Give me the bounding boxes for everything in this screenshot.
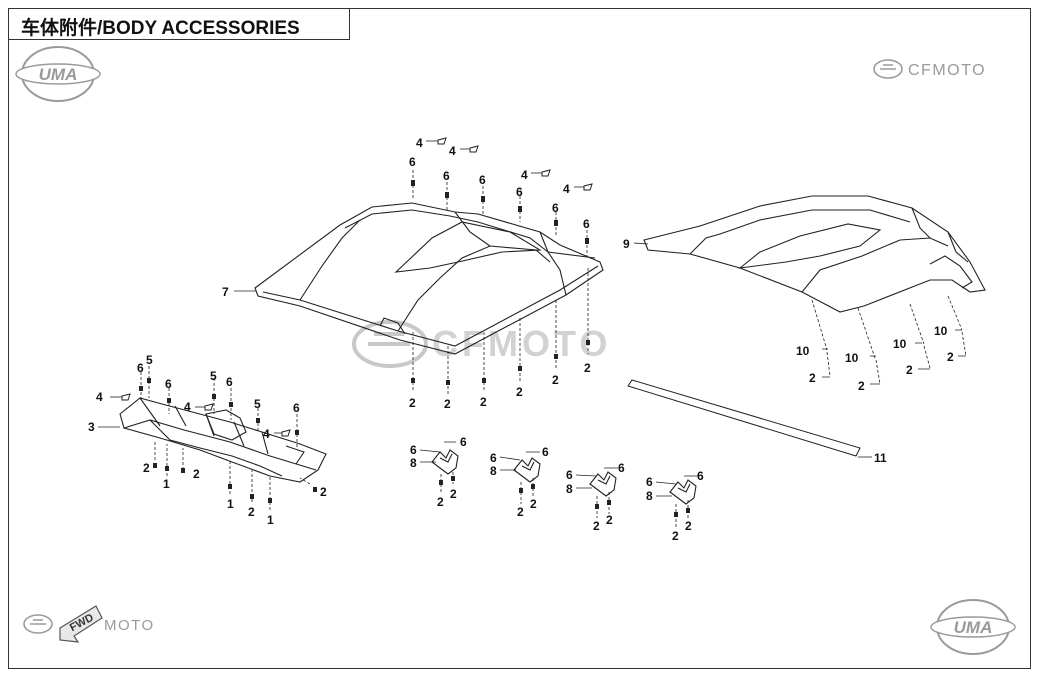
callout-labels: 4 4 4 4 6 6 6 6 6 6 7 2 2 2 2 2 2 9 10 1… bbox=[88, 136, 954, 543]
callout: 10 bbox=[845, 351, 859, 365]
callout: 6 bbox=[618, 461, 625, 475]
callout: 2 bbox=[517, 505, 524, 519]
callout: 2 bbox=[248, 505, 255, 519]
callout: 2 bbox=[516, 385, 523, 399]
cfmoto-watermark: CFMOTO bbox=[352, 320, 607, 368]
callout: 2 bbox=[143, 461, 150, 475]
callout: 3 bbox=[88, 420, 95, 434]
callout: 11 bbox=[874, 451, 887, 465]
clip-bracket-d bbox=[669, 479, 697, 505]
callout: 5 bbox=[210, 369, 217, 383]
cross-bar-bracket bbox=[119, 397, 327, 483]
callout: 6 bbox=[226, 375, 233, 389]
callout: 8 bbox=[490, 464, 497, 478]
rear-roof-panel bbox=[643, 195, 986, 313]
clip-bracket-b bbox=[513, 457, 541, 483]
callout: 4 bbox=[96, 390, 103, 404]
callout: 6 bbox=[165, 377, 172, 391]
callout: 6 bbox=[516, 185, 523, 199]
callout: 2 bbox=[672, 529, 679, 543]
callout: 1 bbox=[163, 477, 170, 491]
callout: 1 bbox=[227, 497, 234, 511]
callout: 6 bbox=[646, 475, 653, 489]
callout: 2 bbox=[193, 467, 200, 481]
callout: 8 bbox=[646, 489, 653, 503]
callout: 6 bbox=[542, 445, 549, 459]
callout: 2 bbox=[947, 350, 954, 364]
callout: 2 bbox=[906, 363, 913, 377]
callout: 6 bbox=[583, 217, 590, 231]
cfmoto-logo-top: CFMOTO bbox=[873, 59, 986, 79]
page-title: 车体附件/BODY ACCESSORIES bbox=[21, 18, 300, 39]
callout: 2 bbox=[584, 361, 591, 375]
callout: 4 bbox=[416, 136, 423, 150]
clip-bracket-a bbox=[431, 449, 459, 475]
clip-bracket-c bbox=[589, 471, 617, 497]
callout: 6 bbox=[552, 201, 559, 215]
callout: 4 bbox=[263, 427, 270, 441]
callout: 2 bbox=[685, 519, 692, 533]
callout: 5 bbox=[254, 397, 261, 411]
fwd-arrow-icon: FWD bbox=[59, 605, 103, 643]
callout: 4 bbox=[521, 168, 528, 182]
cfmoto-top-text: CFMOTO bbox=[908, 62, 986, 79]
callout: 2 bbox=[809, 371, 816, 385]
cfmoto-bottom-text: MOTO bbox=[104, 617, 155, 634]
callout: 7 bbox=[222, 285, 229, 299]
callout: 8 bbox=[566, 482, 573, 496]
callout: 6 bbox=[490, 451, 497, 465]
callout: 2 bbox=[437, 495, 444, 509]
callout: 10 bbox=[934, 324, 948, 338]
callout: 4 bbox=[184, 400, 191, 414]
callout: 6 bbox=[137, 361, 144, 375]
callout: 10 bbox=[796, 344, 810, 358]
callout: 2 bbox=[552, 373, 559, 387]
uma-top-text: UMA bbox=[39, 65, 78, 84]
callout: 2 bbox=[858, 379, 865, 393]
fastener-marks bbox=[139, 180, 690, 517]
seal-strip bbox=[627, 379, 861, 457]
title-box: 车体附件/BODY ACCESSORIES bbox=[8, 8, 350, 40]
uma-logo-bottom: UMA bbox=[930, 599, 1016, 655]
callout: 2 bbox=[480, 395, 487, 409]
callout: 6 bbox=[293, 401, 300, 415]
callout: 6 bbox=[443, 169, 450, 183]
callout: 9 bbox=[623, 237, 630, 251]
callout: 6 bbox=[410, 443, 417, 457]
callout: 6 bbox=[409, 155, 416, 169]
callout: 6 bbox=[566, 468, 573, 482]
callout: 2 bbox=[320, 485, 327, 499]
uma-bottom-text: UMA bbox=[954, 618, 993, 637]
callout: 10 bbox=[893, 337, 907, 351]
clip-pins bbox=[121, 137, 593, 437]
callout: 2 bbox=[444, 397, 451, 411]
callout: 2 bbox=[450, 487, 457, 501]
callout: 8 bbox=[410, 456, 417, 470]
uma-logo-top: UMA bbox=[15, 46, 101, 102]
cfmoto-logo-bottom: MOTO bbox=[23, 614, 155, 634]
callout: 6 bbox=[460, 435, 467, 449]
drawing-frame bbox=[8, 8, 1031, 669]
callout: 2 bbox=[530, 497, 537, 511]
front-roof-panel bbox=[254, 202, 604, 355]
callout: 2 bbox=[593, 519, 600, 533]
callout: 6 bbox=[479, 173, 486, 187]
callout: 5 bbox=[146, 353, 153, 367]
callout: 4 bbox=[449, 144, 456, 158]
callout: 2 bbox=[606, 513, 613, 527]
callout: 4 bbox=[563, 182, 570, 196]
callout: 1 bbox=[267, 513, 274, 527]
callout: 6 bbox=[697, 469, 704, 483]
callout: 2 bbox=[409, 396, 416, 410]
